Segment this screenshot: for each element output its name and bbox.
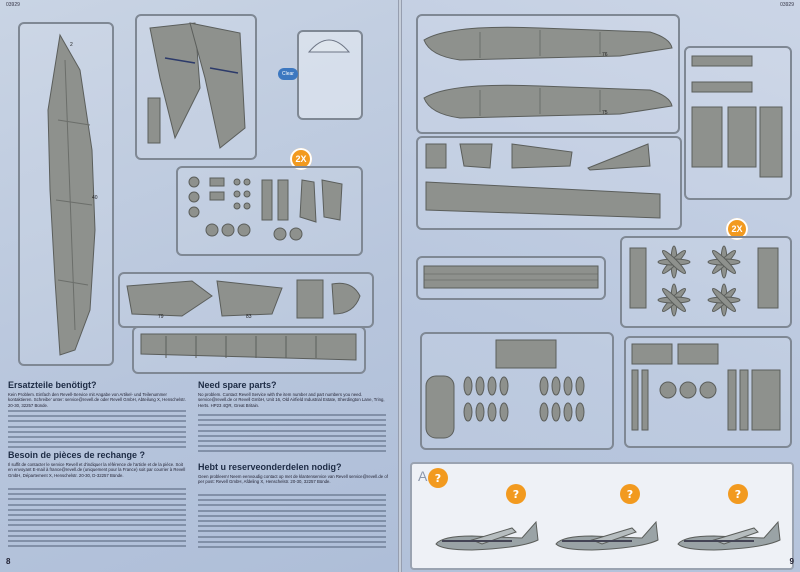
text-lines [8, 488, 186, 550]
nacelle-parts [691, 55, 783, 178]
cargo-floor [423, 265, 599, 289]
heading-nl: Hebt u reserveonderdelen nodig? [198, 462, 342, 472]
question-icon: ? [620, 484, 640, 504]
heading-fr: Besoin de pièces de rechange ? [8, 450, 146, 460]
assembly-step-a: A ? ? ? ? [410, 462, 794, 570]
ramp-and-flaps [425, 339, 585, 439]
right-page: 03929 76 75 2X [402, 0, 800, 572]
question-icon: ? [428, 468, 448, 488]
part-number: 83 [246, 314, 252, 320]
part-number: 76 [602, 52, 608, 58]
part-number: 2 [70, 42, 73, 48]
kit-code: 03929 [6, 2, 20, 8]
heading-de: Ersatzteile benötigt? [8, 380, 97, 390]
plane-side-view [435, 520, 539, 551]
wing-parts [425, 143, 661, 219]
text-lines [198, 414, 386, 456]
text-fr: Il suffit de contacter le service Revell… [8, 462, 186, 478]
part-number: 75 [602, 110, 608, 116]
small-parts [188, 176, 343, 241]
text-de: Kein Problem. Einfach den Revell-Service… [8, 392, 186, 408]
propellers [629, 245, 779, 317]
wing-part [47, 33, 96, 356]
text-nl: Geen probleem! Neem eenvoudig contact op… [198, 474, 388, 485]
canopy-part [307, 39, 351, 53]
clear-badge: Clear [278, 68, 298, 80]
page-number: 8 [6, 557, 11, 566]
left-page: 03929 2 40 Clear 2X [0, 0, 398, 572]
question-icon: ? [506, 484, 526, 504]
text-lines [198, 494, 386, 551]
heading-en: Need spare parts? [198, 380, 277, 390]
step-label: A [418, 468, 428, 484]
fuselage-halves [423, 26, 673, 119]
kit-code: 03929 [780, 2, 794, 8]
sprue-count-badge: 2X [726, 218, 748, 240]
tail-part [147, 22, 246, 149]
text-lines [8, 410, 186, 452]
sprue-count-badge: 2X [290, 148, 312, 170]
stabilizer-parts [126, 279, 361, 319]
plane-side-view [677, 520, 781, 551]
page-number: 9 [789, 557, 794, 566]
part-number: 40 [92, 195, 98, 201]
text-en: No problem. Contact Revell Service with … [198, 392, 385, 408]
question-icon: ? [728, 484, 748, 504]
landing-gear [631, 343, 781, 431]
part-number: 79 [158, 314, 164, 320]
book-spine [398, 0, 402, 572]
plane-side-view [555, 520, 659, 551]
cargo-floor-part [140, 333, 357, 361]
